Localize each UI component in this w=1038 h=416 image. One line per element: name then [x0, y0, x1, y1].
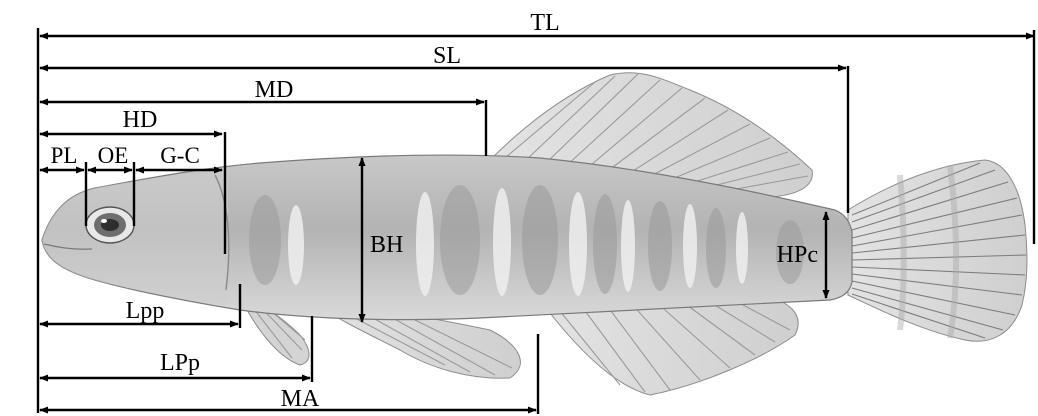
label-oe: OE [98, 143, 129, 168]
label-sl: SL [433, 43, 461, 69]
label-gc: G-C [160, 143, 200, 168]
label-pl: PL [51, 143, 78, 168]
fish-illustration [42, 73, 1027, 395]
label-tl: TL [530, 10, 559, 36]
label-hd: HD [123, 107, 158, 133]
label-lpp: Lpp [126, 298, 165, 324]
label-md: MD [255, 77, 294, 103]
label-lpp-pelvic: LPp [160, 350, 200, 376]
label-hpc: HPc [777, 242, 818, 268]
eye [86, 207, 134, 243]
label-ma: MA [281, 386, 320, 412]
label-bh: BH [370, 232, 403, 258]
